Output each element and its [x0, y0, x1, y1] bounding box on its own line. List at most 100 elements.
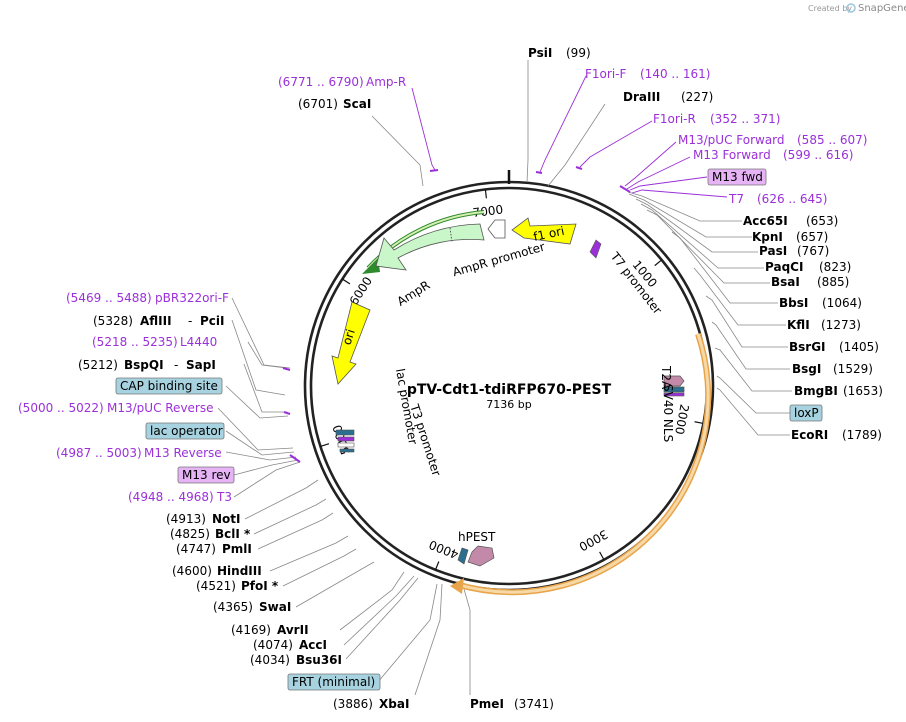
leader-bbsi [671, 231, 778, 304]
box-frt-minimal-label: FRT (minimal) [292, 675, 375, 689]
site-kpni-pos: (657) [796, 230, 828, 244]
leader-m13puc-fwd [624, 141, 677, 187]
site-acc65i-pos: (653) [806, 214, 838, 228]
site-afliii-pos: (5328) [93, 314, 133, 328]
site-hindiii-name: HindIII [217, 564, 262, 578]
site-scai-name: ScaI [343, 97, 371, 111]
box-m13-fwd [707, 168, 767, 186]
site-pmli-pos: (4747) [176, 542, 216, 556]
ampr-band-arrow [362, 258, 380, 274]
tick-label-6000: 6000 [347, 274, 375, 307]
site-bspqi-dash: - [174, 358, 178, 372]
plasmid-size: 7136 bp [486, 398, 531, 411]
mark-ampr-primer [429, 169, 439, 172]
box-m13-rev [177, 466, 235, 484]
tick-label-4000: 4000 [427, 537, 461, 561]
leader-bsu36i [345, 577, 419, 660]
ori-feature[interactable] [331, 301, 371, 385]
box-m13-rev-label: M13 rev [182, 468, 231, 482]
site-hindiii-pos: (4600) [172, 564, 212, 578]
site-xbai-pos: (3886) [333, 697, 373, 711]
f1-ori-feature[interactable] [511, 217, 577, 245]
primer-m13puc-fwd-range: (585 .. 607) [797, 133, 867, 147]
sv40-nls-feature[interactable] [663, 386, 685, 393]
site-paqci-pos: (823) [819, 260, 851, 274]
leader-pbr322 [231, 297, 291, 369]
t3-promoter-mark [337, 436, 355, 442]
tick-mark-5000 [320, 443, 330, 447]
site-kpni-name: KpnI [752, 230, 783, 244]
site-bsai-pos: (885) [817, 275, 849, 289]
tick-mark-6000 [342, 278, 351, 285]
primer-m13-fwd-range: (599 .. 616) [783, 148, 853, 162]
ampr-promoter-feature[interactable] [487, 219, 506, 239]
leader-m13-fwd [626, 156, 691, 190]
leader-m13rev [233, 459, 299, 476]
leader-draiii [547, 103, 606, 187]
primer-marks [282, 166, 631, 463]
label-ori: ori [340, 327, 358, 346]
site-afliii-name: AflIII [140, 314, 172, 328]
box-loxp-label: loxP [794, 406, 819, 420]
leader-loxp [716, 375, 790, 414]
site-pasi-pos: (767) [797, 244, 829, 258]
box-frt-minimal [287, 673, 381, 691]
box-lac-operator [145, 422, 225, 440]
ampr-feature[interactable] [375, 223, 485, 271]
hpest-feature[interactable] [467, 545, 495, 567]
leader-kfli [693, 267, 786, 326]
label-t2a: T2A [659, 365, 673, 390]
site-pmei-pos: (3741) [514, 697, 554, 711]
leader-hindiii [269, 535, 349, 572]
leader-swai [295, 561, 375, 608]
label-ampr: AmpR [395, 278, 433, 309]
t2a-feature[interactable] [663, 375, 685, 387]
leader-avrii [339, 571, 405, 631]
primer-f1ori-f-name: F1ori-F [585, 67, 626, 81]
mark-pbr322ori-f [282, 367, 291, 371]
site-kfli-pos: (1273) [821, 318, 861, 332]
site-bsgi-pos: (1529) [833, 362, 873, 376]
leader-ampr-primer [411, 87, 436, 171]
site-bsu36i-name: Bsu36I [296, 653, 342, 667]
leader-t3 [233, 461, 301, 498]
primer-pbr322-name: pBR322ori-F [155, 291, 229, 305]
leader-bsai [646, 209, 770, 284]
leader-scai [371, 115, 424, 187]
site-psii-pos: (99) [566, 46, 591, 60]
leader-t7 [631, 189, 728, 198]
site-bsgi-name: BsgI [792, 362, 821, 376]
site-pmli-name: PmlI [222, 542, 252, 556]
leader-cap [225, 385, 289, 419]
hpest-small-mark [457, 547, 469, 565]
snapgene-logo-icon [846, 3, 856, 13]
primer-m13puc-rev-name: M13/pUC Reverse [107, 401, 214, 415]
label-sv40-nls: SV40 NLS [661, 384, 675, 442]
box-lac-operator-label: lac operator [150, 424, 223, 438]
label-f1-ori: f1 ori [532, 224, 566, 244]
leader-acci [343, 575, 415, 646]
site-bsrgi-name: BsrGI [789, 340, 826, 354]
primer-leader-lines [411, 75, 728, 198]
site-sapi-name: SapI [186, 358, 216, 372]
site-draiii-name: DraIII [623, 90, 660, 104]
site-swai-pos: (4365) [213, 600, 253, 614]
tick-label-2000: 2000 [672, 403, 692, 436]
mark-m13-fwd [619, 185, 631, 193]
leader-pmli [257, 512, 334, 550]
site-ecori-name: EcoRI [791, 428, 828, 442]
leader-paqci [640, 203, 764, 269]
primer-f1ori-r-name: F1ori-R [653, 112, 696, 126]
leader-xbai [414, 583, 443, 696]
leader-noti [244, 479, 319, 520]
site-swai-name: SwaI [259, 600, 291, 614]
leader-m13reverse [225, 451, 297, 461]
site-kfli-name: KflI [787, 318, 810, 332]
t7-promoter-feature[interactable] [589, 239, 602, 259]
site-acc65i-name: Acc65I [743, 214, 788, 228]
loxp-mark [663, 392, 685, 397]
primer-f1ori-f-range: (140 .. 161) [640, 67, 710, 81]
leader-lacop [225, 430, 295, 456]
site-bsai-name: BsaI [771, 275, 800, 289]
orf-band-highlight [455, 333, 710, 594]
